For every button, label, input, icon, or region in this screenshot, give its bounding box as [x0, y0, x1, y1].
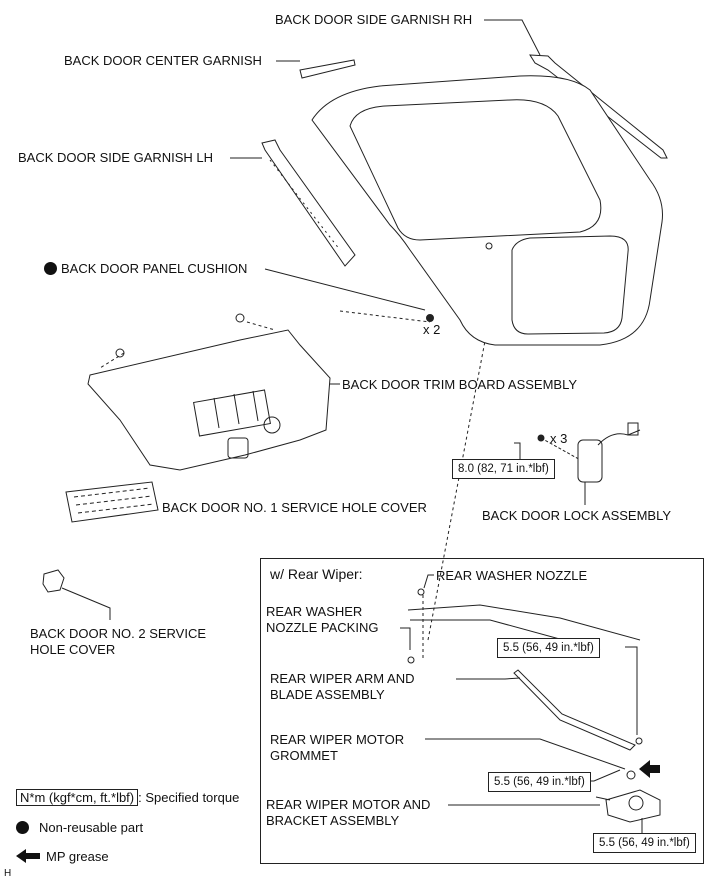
legend-torque-desc: : Specified torque	[138, 790, 240, 805]
label-center-garnish: BACK DOOR CENTER GARNISH	[64, 53, 262, 68]
label-motor-grommet: REAR WIPER MOTOR GROMMET	[270, 732, 405, 763]
label-service-hole-cover-1: BACK DOOR NO. 1 SERVICE HOLE COVER	[162, 500, 427, 515]
legend-mp-grease: MP grease	[16, 849, 109, 865]
corner-mark: H	[4, 868, 12, 879]
arrow-left-icon	[16, 849, 40, 863]
label-panel-cushion: BACK DOOR PANEL CUSHION	[44, 261, 247, 277]
torque-grommet: 5.5 (56, 49 in.*lbf)	[488, 772, 591, 792]
mp-grease-arrow-icon	[639, 760, 660, 778]
label-lock-assembly: BACK DOOR LOCK ASSEMBLY	[482, 508, 672, 523]
label-wiper-arm: REAR WIPER ARM AND BLADE ASSEMBLY	[270, 671, 415, 702]
legend-torque: N*m (kgf*cm, ft.*lbf): Specified torque	[16, 789, 240, 806]
label-lock-quantity: x 3	[550, 431, 568, 446]
label-side-garnish-rh: BACK DOOR SIDE GARNISH RH	[275, 12, 473, 27]
label-washer-nozzle: REAR WASHER NOZZLE	[436, 568, 588, 583]
label-nozzle-packing: REAR WASHER NOZZLE PACKING	[266, 604, 379, 635]
label-service-hole-cover-2: BACK DOOR NO. 2 SERVICE HOLE COVER	[30, 626, 207, 657]
label-cushion-quantity: x 2	[423, 322, 441, 337]
label-side-garnish-lh: BACK DOOR SIDE GARNISH LH	[18, 150, 214, 165]
non-reusable-dot-icon	[44, 262, 57, 275]
legend-torque-units: N*m (kgf*cm, ft.*lbf)	[16, 789, 139, 806]
legend-non-reusable: Non-reusable part	[16, 820, 143, 836]
torque-lock: 8.0 (82, 71 in.*lbf)	[452, 459, 555, 479]
rear-wiper-inset	[260, 558, 704, 864]
inset-title: w/ Rear Wiper:	[270, 566, 363, 582]
torque-wiper-arm: 5.5 (56, 49 in.*lbf)	[497, 638, 600, 658]
label-trim-board: BACK DOOR TRIM BOARD ASSEMBLY	[342, 377, 578, 392]
torque-bracket: 5.5 (56, 49 in.*lbf)	[593, 833, 696, 853]
filled-circle-icon	[16, 821, 29, 834]
label-motor-bracket: REAR WIPER MOTOR AND BRACKET ASSEMBLY	[266, 797, 431, 828]
